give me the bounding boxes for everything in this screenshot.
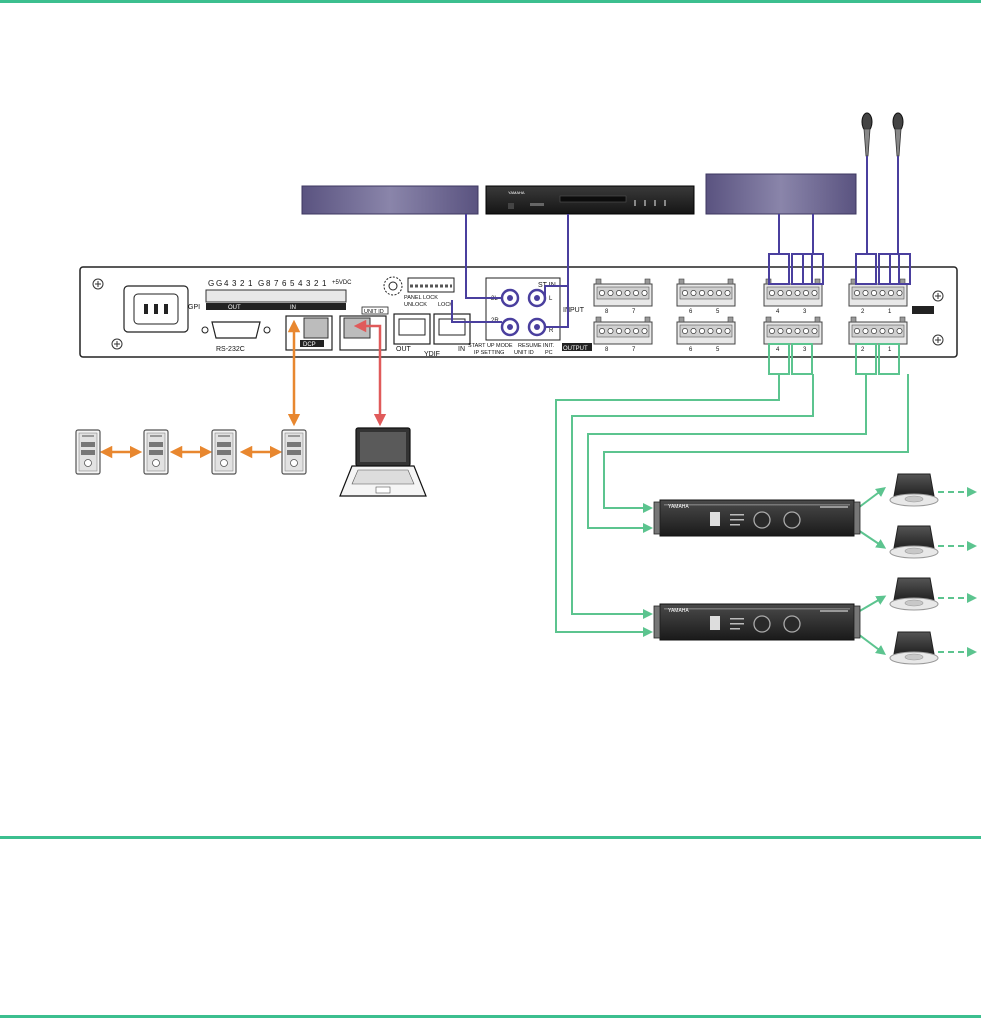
middle-rule	[0, 836, 981, 839]
input-ch-7: 7	[632, 309, 636, 315]
lock-label: LOCK	[438, 302, 453, 308]
processor-rear-panel: G G 4 3 2 1 G 8 7 6 5 4 3 2 1 +5VDC GPI …	[79, 266, 958, 358]
gpi-out-pin-4: 3	[232, 279, 237, 288]
gpi-label: GPI	[188, 304, 200, 311]
output-ch-2: 2	[861, 347, 865, 353]
gpi-in-pin-9: 1	[322, 279, 327, 288]
ydif-label: YDIF	[424, 351, 440, 358]
st-in-l-label: L	[549, 296, 553, 302]
cd-player: YAMAHA	[485, 185, 695, 215]
output-ch-3: 3	[803, 347, 807, 353]
ydif-in-label: IN	[458, 346, 465, 353]
ceiling-speaker-icon	[889, 473, 939, 507]
resume-label: RESUME	[518, 343, 542, 349]
output-ch-8: 8	[605, 347, 609, 353]
gpi-in-pin-8: 2	[314, 279, 319, 288]
cd-player-brand: YAMAHA	[508, 190, 525, 195]
pc-link-wiring	[353, 319, 387, 427]
amp-2-brand: YAMAHA	[668, 608, 689, 614]
gpi-out-pin-2: G	[216, 279, 222, 288]
gpi-in-pin-3: 7	[274, 279, 279, 288]
output-ch-6: 6	[689, 347, 693, 353]
analog-input-wiring	[451, 156, 911, 328]
gpi-in-pin-1: G	[258, 279, 264, 288]
gpi-out-pin-1: G	[208, 279, 214, 288]
gpi-dc-label: +5VDC	[332, 280, 352, 286]
unit-id-label: UNIT ID	[364, 309, 384, 315]
ip-setting-label: IP SETTING	[474, 350, 504, 356]
gpi-out-pin-3: 4	[224, 279, 229, 288]
input-label: INPUT	[563, 307, 585, 314]
unlock-label: UNLOCK	[404, 302, 427, 308]
external-device-box-left	[301, 185, 479, 215]
gpi-in-pin-2: 8	[266, 279, 271, 288]
unit-id-rotary	[383, 276, 403, 296]
ceiling-speaker-icon	[889, 631, 939, 665]
output-ch-5: 5	[716, 347, 720, 353]
gpi-in-pin-6: 4	[298, 279, 303, 288]
gpi-in-pin-5: 5	[290, 279, 295, 288]
st-in-section: ST IN 2L 2R L R INPUT START UP MODE RESU…	[468, 277, 592, 356]
ac-inlet-icon	[123, 285, 189, 333]
top-rule	[0, 0, 981, 3]
microphone-icon	[892, 112, 904, 157]
output-label: OUTPUT	[563, 346, 588, 352]
rs232c-port: RS-232C	[201, 321, 271, 353]
init-label: INIT.	[543, 343, 555, 349]
wall-panel-icon	[281, 429, 307, 475]
power-amplifier-1: YAMAHA	[653, 499, 861, 537]
dcp-link-wiring	[99, 319, 301, 459]
st-in-r-label: R	[549, 328, 554, 334]
startup-mode-label: START UP MODE	[468, 343, 513, 349]
wall-panel-icon	[75, 429, 101, 475]
output-ch-4: 4	[776, 347, 780, 353]
gpi-out-label: OUT	[228, 305, 241, 311]
gpi-in-label: IN	[290, 305, 296, 311]
rs232c-label: RS-232C	[216, 346, 245, 353]
bottom-rule	[0, 1015, 981, 1018]
gpi-terminal: G G 4 3 2 1 G 8 7 6 5 4 3 2 1 +5VDC GPI …	[188, 279, 352, 311]
input-ch-4: 4	[776, 309, 780, 315]
gpi-out-pin-6: 1	[248, 279, 253, 288]
input-ch-8: 8	[605, 309, 609, 315]
gpi-in-pin-4: 6	[282, 279, 287, 288]
output-ch-1: 1	[888, 347, 892, 353]
wall-panel-icon	[143, 429, 169, 475]
output-ch-7: 7	[632, 347, 636, 353]
gpi-out-pin-5: 2	[240, 279, 245, 288]
microphone-icon	[861, 112, 873, 157]
pc-label: PC	[545, 350, 553, 356]
input-ch-2: 2	[861, 309, 865, 315]
external-device-box-right	[705, 173, 857, 215]
ydif-out-label: OUT	[396, 346, 412, 353]
input-ch-6: 6	[689, 309, 693, 315]
input-ch-5: 5	[716, 309, 720, 315]
ceiling-speaker-icon	[889, 577, 939, 611]
panel-lock-label: PANEL LOCK	[404, 295, 438, 301]
wall-panel-icon	[211, 429, 237, 475]
input-ch-3: 3	[803, 309, 807, 315]
connection-diagram: YAMAHA G G 4	[75, 112, 977, 665]
analog-output-wiring	[555, 343, 909, 655]
speaker-chain-wiring	[938, 487, 977, 657]
dcp-label: DCP	[303, 342, 316, 348]
laptop-icon	[339, 427, 427, 497]
amp-1-brand: YAMAHA	[668, 504, 689, 510]
input-ch-1: 1	[888, 309, 892, 315]
ceiling-speaker-icon	[889, 525, 939, 559]
panel-lock-switch: PANEL LOCK UNLOCK LOCK	[404, 277, 455, 308]
power-amplifier-2: YAMAHA	[653, 603, 861, 641]
unit-id-mode-label: UNIT ID	[514, 350, 534, 356]
gpi-in-pin-7: 3	[306, 279, 311, 288]
